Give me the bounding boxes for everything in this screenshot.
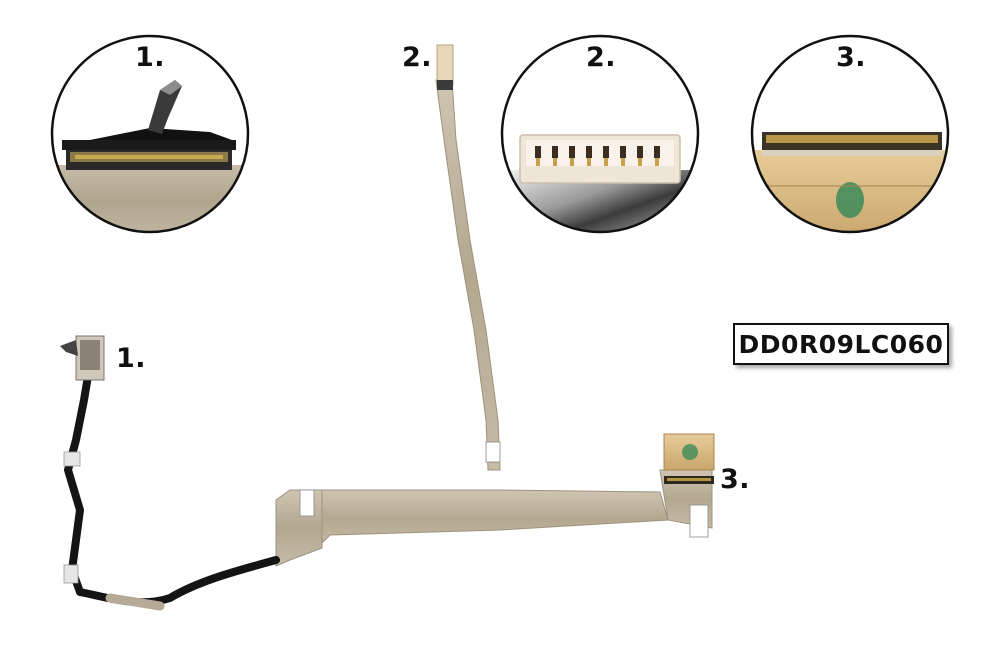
callout-label-3-detail: 3. [836,42,867,73]
part-number-text: DD0R09LC060 [738,329,944,359]
callout-label-2-cable: 2. [402,42,433,73]
detail-circle-2 [500,34,700,234]
callout-label-1-detail: 1. [135,42,166,73]
callout-label-1-cable: 1. [116,343,147,374]
lvds-cable [60,44,715,611]
callout-label-3-cable: 3. [720,464,751,495]
callout-label-2-detail: 2. [586,42,617,73]
part-number-badge: DD0R09LC060 [733,323,949,365]
